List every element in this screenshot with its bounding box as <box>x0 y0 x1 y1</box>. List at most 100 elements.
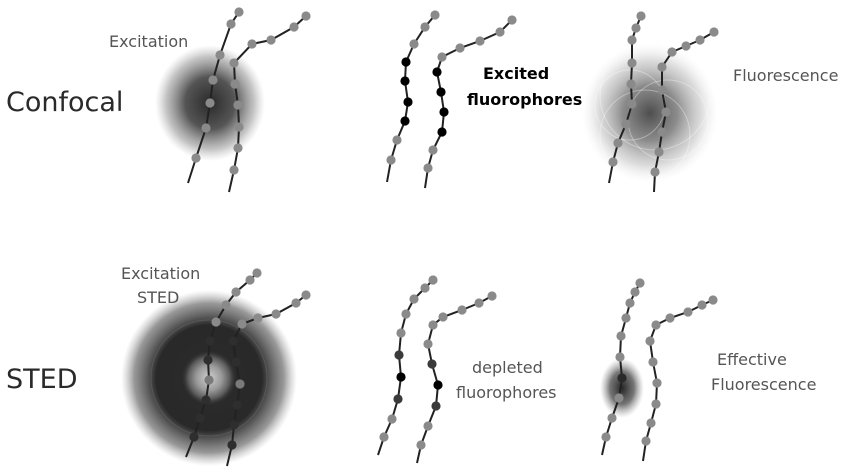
fluorophore <box>621 119 630 128</box>
fluorophore <box>386 155 395 164</box>
fluorophore <box>392 135 401 144</box>
fluorophore <box>616 331 625 340</box>
fluorophore <box>657 127 666 136</box>
label-excitation: Excitation <box>109 32 188 51</box>
fluorophore <box>420 22 429 31</box>
label-excited-line2: fluorophores <box>467 90 582 109</box>
fluorophore <box>457 305 466 314</box>
fluorophore-depleted <box>427 359 436 368</box>
fluorophore <box>191 153 200 162</box>
fluorophore <box>271 309 280 318</box>
fluorophore <box>697 300 706 309</box>
fluorophore-excited <box>617 373 626 382</box>
effective-spot <box>600 358 644 418</box>
fluorophore <box>289 22 298 31</box>
fluorophore <box>215 50 224 59</box>
fluorophore <box>627 35 636 44</box>
fluorophore <box>709 27 718 36</box>
fluorophore <box>233 100 242 109</box>
fluorophore <box>409 39 418 48</box>
label-excitation-sted-line2: STED <box>137 288 179 307</box>
fluorophore <box>654 147 663 156</box>
fluorophore <box>652 378 661 387</box>
fluorophore <box>683 307 692 316</box>
fluorophore <box>226 19 235 28</box>
fluorophore <box>428 320 437 329</box>
fluorophore <box>708 295 717 304</box>
fluorophore-depleted <box>393 394 402 403</box>
fluorophore <box>233 143 242 152</box>
row-label-confocal: Confocal <box>6 87 123 118</box>
panel-excited-fluorophores: Excited fluorophores <box>386 10 582 188</box>
fluorophore <box>455 43 464 52</box>
fluorophore <box>229 165 238 174</box>
fluorophore <box>231 287 240 296</box>
fluorescence-glow <box>582 43 718 183</box>
panel-effective-fluorescence: Effective Fluorescence <box>600 278 816 461</box>
fluorophore <box>396 328 405 337</box>
fluorophore <box>221 300 230 309</box>
label-effective-line2: Fluorescence <box>711 375 816 394</box>
fluorophore <box>428 145 437 154</box>
fluorophore <box>667 47 676 56</box>
fluorophore <box>661 107 670 116</box>
fluorophore <box>211 317 220 326</box>
panel-confocal-excitation: Excitation <box>109 7 311 192</box>
label-depleted-line1: depleted <box>472 358 543 377</box>
fluorophore <box>430 10 439 19</box>
fluorophore <box>475 36 484 45</box>
fluorophore <box>681 41 690 50</box>
fluorophore <box>657 85 666 94</box>
fluorophore <box>627 58 636 67</box>
fluorophore <box>301 11 310 20</box>
fluorophore <box>205 98 214 107</box>
fluorophore <box>641 436 650 445</box>
fluorophore-excited <box>403 97 412 106</box>
fluorophore <box>201 123 210 132</box>
fluorophore <box>601 432 610 441</box>
fluorophore <box>428 275 437 284</box>
fluorophore <box>438 312 447 321</box>
fluorophore-depleted <box>203 355 212 364</box>
fluorophore <box>613 138 622 147</box>
fluorophore-excited <box>235 379 244 388</box>
label-effective-line1: Effective <box>717 350 787 369</box>
fluorophore <box>651 320 660 329</box>
fluorophore <box>635 278 644 287</box>
panel-sted-excitation: Excitation STED <box>121 264 311 466</box>
fluorophore <box>379 432 388 441</box>
fluorophore <box>615 352 624 361</box>
fluorophore <box>621 313 630 322</box>
fluorophore <box>630 287 639 296</box>
fluorophore <box>646 418 655 427</box>
fluorophore <box>208 75 217 84</box>
fluorophore <box>650 167 659 176</box>
strand-backbone <box>417 296 492 463</box>
fluorophore <box>423 339 432 348</box>
fluorophore-excited <box>432 67 441 76</box>
fluorophore <box>291 298 300 307</box>
fluorophore <box>507 15 516 24</box>
fluorophore <box>230 79 239 88</box>
fluorophore <box>437 52 446 61</box>
fluorophore <box>645 336 654 345</box>
fluorophore-depleted <box>231 357 240 366</box>
label-excitation-sted-line1: Excitation <box>121 264 200 283</box>
fluorophore <box>409 294 418 303</box>
row-label-sted: STED <box>6 364 77 395</box>
fluorophore <box>608 157 617 166</box>
fluorophore-depleted <box>394 350 403 359</box>
fluorophore <box>607 413 616 422</box>
fluorophore-excited <box>400 116 409 125</box>
fluorophore-excited <box>401 57 410 66</box>
fluorophore <box>495 27 504 36</box>
fluorophore <box>387 414 396 423</box>
fluorophore <box>651 399 660 408</box>
fluorophore <box>247 39 256 48</box>
fluorophore-excited <box>439 107 448 116</box>
fluorophore <box>420 283 429 292</box>
label-excited-line1: Excited <box>483 64 549 83</box>
fluorophore <box>626 79 635 88</box>
fluorophore-depleted <box>232 400 241 409</box>
fluorophore-depleted <box>195 413 204 422</box>
